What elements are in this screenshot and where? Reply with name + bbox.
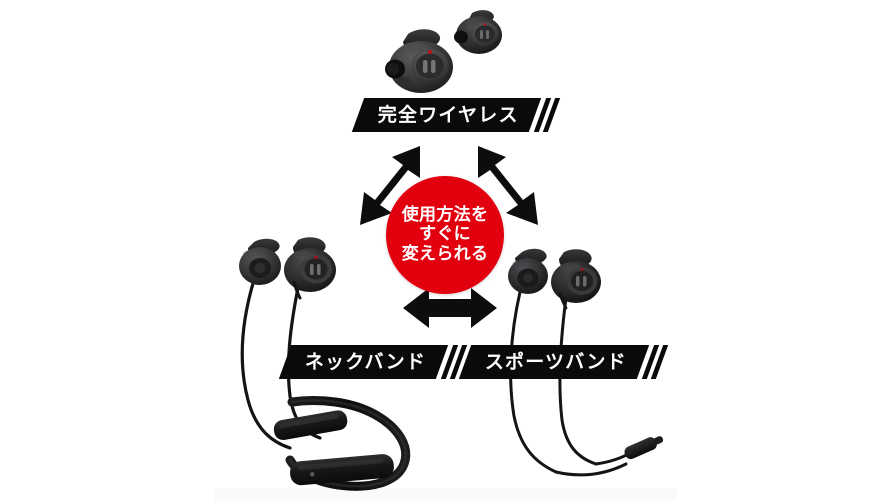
- product-image-neckband: [228, 232, 478, 498]
- label-banner-wireless: 完全ワイヤレス: [351, 98, 561, 132]
- banner-plate: ネックバンド: [278, 345, 449, 379]
- banner-slashes: [641, 345, 669, 379]
- label-banner-sportsband: スポーツバンド: [458, 345, 669, 379]
- callout-line-1: 使用方法を: [401, 205, 489, 226]
- center-callout: 使用方法を すぐに 変えられる: [386, 176, 504, 294]
- product-image-sportsband: [490, 240, 690, 499]
- banner-slashes: [441, 345, 468, 379]
- bottom-band: [214, 488, 677, 501]
- banner-label-sportsband: スポーツバンド: [485, 350, 627, 373]
- arrow-upper-right: [470, 143, 556, 239]
- banner-label-neckband: ネックバンド: [305, 350, 427, 373]
- arrow-upper-left: [342, 143, 428, 239]
- product-image-wireless: [378, 2, 512, 102]
- callout-line-3: 変えられる: [401, 243, 489, 264]
- banner-label-wireless: 完全ワイヤレス: [378, 103, 519, 126]
- callout-line-2: すぐに: [419, 224, 471, 245]
- banner-plate: スポーツバンド: [458, 345, 650, 379]
- banner-plate: 完全ワイヤレス: [351, 98, 542, 132]
- banner-slashes: [533, 98, 561, 132]
- arrow-bottom: [403, 286, 497, 334]
- label-banner-neckband: ネックバンド: [278, 345, 468, 379]
